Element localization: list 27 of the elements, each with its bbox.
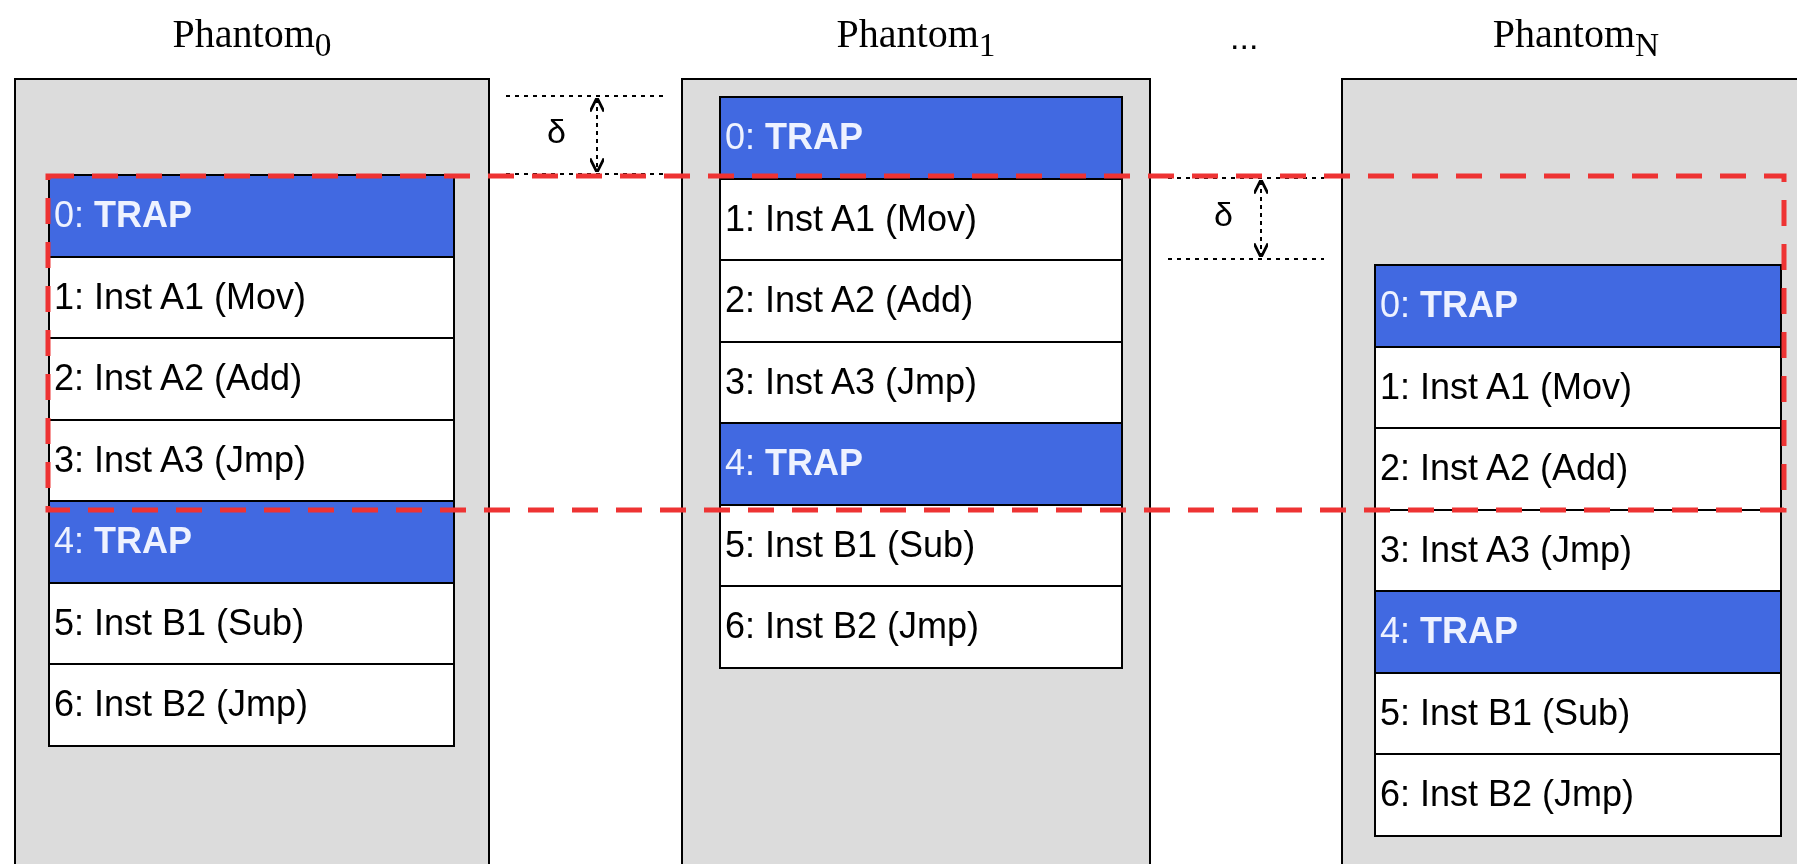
instruction-row: 1: Inst A1 (Mov)	[719, 177, 1123, 261]
trap-instruction-row: 4: TRAP	[719, 422, 1123, 506]
instruction-row: 6: Inst B2 (Jmp)	[719, 585, 1123, 669]
instruction-row: 6: Inst B2 (Jmp)	[1374, 753, 1782, 837]
instruction-row: 1: Inst A1 (Mov)	[1374, 345, 1782, 429]
panel-title: Phantom$_{0}$	[171, 10, 333, 64]
panel-title: Phantom$_{N}$	[1491, 10, 1661, 64]
trap-instruction-row: 4: TRAP	[1374, 590, 1782, 674]
instruction-row: 3: Inst A3 (Jmp)	[1374, 508, 1782, 592]
instruction-row: 2: Inst A2 (Add)	[1374, 427, 1782, 511]
trap-instruction-row: 0: TRAP	[48, 174, 455, 258]
instruction-row: 2: Inst A2 (Add)	[48, 337, 455, 421]
ellipsis-label: ...	[1230, 18, 1259, 57]
instruction-row: 5: Inst B1 (Sub)	[719, 503, 1123, 587]
instruction-row: 5: Inst B1 (Sub)	[48, 581, 455, 665]
instruction-row: 6: Inst B2 (Jmp)	[48, 663, 455, 747]
delta-label: δ	[547, 112, 566, 151]
trap-instruction-row: 0: TRAP	[1374, 264, 1782, 348]
delta-label: δ	[1214, 195, 1233, 234]
instruction-row: 3: Inst A3 (Jmp)	[48, 418, 455, 502]
instruction-row: 2: Inst A2 (Add)	[719, 259, 1123, 343]
instruction-row: 1: Inst A1 (Mov)	[48, 255, 455, 339]
trap-instruction-row: 4: TRAP	[48, 500, 455, 584]
instruction-row: 5: Inst B1 (Sub)	[1374, 671, 1782, 755]
instruction-row: 3: Inst A3 (Jmp)	[719, 340, 1123, 424]
trap-instruction-row: 0: TRAP	[719, 96, 1123, 180]
panel-title: Phantom$_{1}$	[835, 10, 997, 64]
